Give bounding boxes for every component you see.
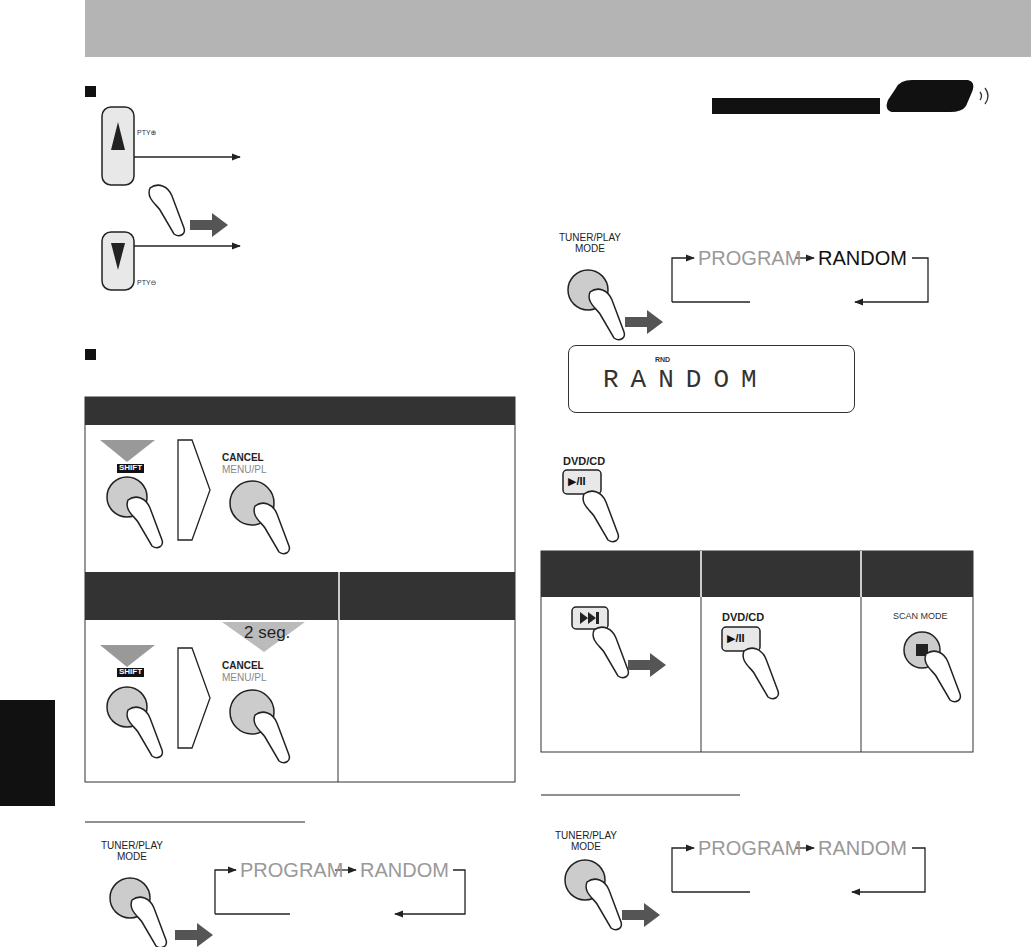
cycle-line [215,913,290,914]
display-text: RANDOM [603,365,854,395]
label-text: MENU/PL [222,464,266,475]
section-marker [85,86,96,97]
finger [586,879,621,929]
cycle-line [672,848,694,892]
lcd-display: RND RANDOM [568,345,855,413]
left-table [85,397,515,782]
section-marker [85,349,96,360]
label-text: ▶/II [568,475,586,487]
label-text: PROGRAM [698,247,801,269]
label-text: DVD/CD [563,455,605,467]
cycle-line [215,870,236,898]
label-text: ▶/II [727,632,745,644]
label-text: SHIFT [117,668,144,677]
label-text: 2 seg. [244,624,290,643]
indicator-text: RND [655,356,854,363]
press-arrow [190,213,228,237]
rule [85,822,305,823]
finger [593,627,628,677]
press-arrow [622,903,660,927]
heading-bar [712,98,880,114]
hold-arrow [222,622,305,652]
finger [127,707,162,757]
press-arrow [175,923,213,947]
finger [589,289,624,339]
cycle-line [214,898,215,914]
label-text: TUNER/PLAY MODE [556,232,624,254]
finger [131,897,166,947]
cycle-line [672,301,750,302]
leader-arrow [134,245,240,246]
pty-up-button [102,107,134,185]
label-text: RANDOM [360,859,449,881]
right-table [541,551,973,752]
finger [127,497,162,547]
rule [541,795,740,796]
play-button [563,470,601,494]
leader-arrow [134,156,240,157]
hold-arrow [100,440,155,462]
finger [254,712,289,762]
skip-button [572,607,608,629]
finger [254,503,289,553]
label-text: SCAN MODE [893,612,948,622]
cycle-line [672,891,750,892]
play-button [722,627,760,651]
finger [583,491,618,541]
finger [925,651,960,701]
side-tab [0,700,55,806]
label-text: DVD/CD [722,611,764,623]
label-text: TUNER/PLAY MODE [98,840,166,862]
pty-down-button [102,232,134,290]
label-text: TUNER/PLAY MODE [552,830,620,852]
label-text: CANCEL [222,660,264,671]
cycle-line [672,258,694,302]
label-text: RANDOM [818,247,907,269]
label-text: SHIFT [117,464,144,473]
finger [149,185,184,235]
finger [743,648,778,698]
label-text: PROGRAM [240,859,343,881]
label-text: RANDOM [818,837,907,859]
label-text: MENU/PL [222,672,266,683]
then-arrow [178,648,210,748]
hold-arrow [100,645,155,667]
label-text: PROGRAM [698,837,801,859]
remote-icon [887,80,988,112]
then-arrow [178,440,210,540]
header-bar [85,0,1031,57]
label-text: PTY⊖ [137,279,156,287]
label-text: PTY⊕ [137,129,156,137]
press-arrow [625,310,663,334]
press-arrow [628,653,666,677]
label-text: CANCEL [222,452,264,463]
